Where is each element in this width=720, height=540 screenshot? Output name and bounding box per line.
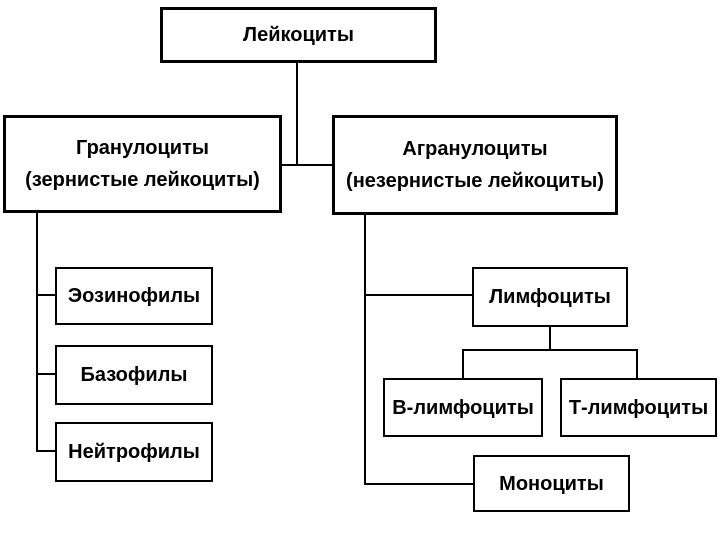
node-t-lymphocytes-label: Т-лимфоциты bbox=[568, 396, 709, 419]
connector-to-basophils bbox=[36, 373, 55, 375]
node-lymphocytes: Лимфоциты bbox=[472, 267, 628, 327]
connector-to-neutrophils bbox=[36, 450, 55, 452]
node-basophils-label: Базофилы bbox=[80, 364, 188, 386]
node-monocytes-label: Моноциты bbox=[499, 472, 604, 495]
node-neutrophils-label: Нейтрофилы bbox=[68, 441, 200, 463]
connector-to-monocytes bbox=[364, 483, 473, 485]
connector-to-t-lymphocytes bbox=[636, 349, 638, 378]
node-agranulocytes-sublabel: (незернистые лейкоциты) bbox=[346, 170, 604, 192]
connector-to-lymphocytes bbox=[364, 294, 472, 296]
node-granulocytes: Гранулоциты (зернистые лейкоциты) bbox=[3, 115, 282, 213]
node-basophils: Базофилы bbox=[55, 345, 213, 405]
node-agranulocytes: Агранулоциты (незернистые лейкоциты) bbox=[332, 115, 618, 215]
connector-lymphocytes-drop bbox=[549, 327, 551, 350]
connector-granulocytes-trunk bbox=[36, 213, 38, 452]
node-leukocytes: Лейкоциты bbox=[160, 7, 437, 63]
connector-root-drop bbox=[296, 63, 298, 165]
node-neutrophils: Нейтрофилы bbox=[55, 422, 213, 482]
node-agranulocytes-label: Агранулоциты bbox=[402, 138, 548, 160]
node-leukocytes-label: Лейкоциты bbox=[243, 24, 354, 46]
node-granulocytes-sublabel: (зернистые лейкоциты) bbox=[25, 169, 260, 191]
connector-root-bridge bbox=[282, 164, 332, 166]
node-b-lymphocytes-label: В-лимфоциты bbox=[392, 396, 534, 419]
connector-to-b-lymphocytes bbox=[462, 349, 464, 378]
node-b-lymphocytes: В-лимфоциты bbox=[383, 378, 543, 437]
connector-agranulocytes-trunk bbox=[364, 215, 366, 485]
node-t-lymphocytes: Т-лимфоциты bbox=[560, 378, 717, 437]
connector-lymphocytes-bridge bbox=[462, 349, 638, 351]
connector-to-eosinophils bbox=[36, 294, 55, 296]
node-eosinophils-label: Эозинофилы bbox=[67, 285, 201, 307]
node-lymphocytes-label: Лимфоциты bbox=[489, 286, 611, 308]
node-monocytes: Моноциты bbox=[473, 455, 630, 512]
node-granulocytes-label: Гранулоциты bbox=[76, 137, 209, 159]
node-eosinophils: Эозинофилы bbox=[55, 267, 213, 325]
